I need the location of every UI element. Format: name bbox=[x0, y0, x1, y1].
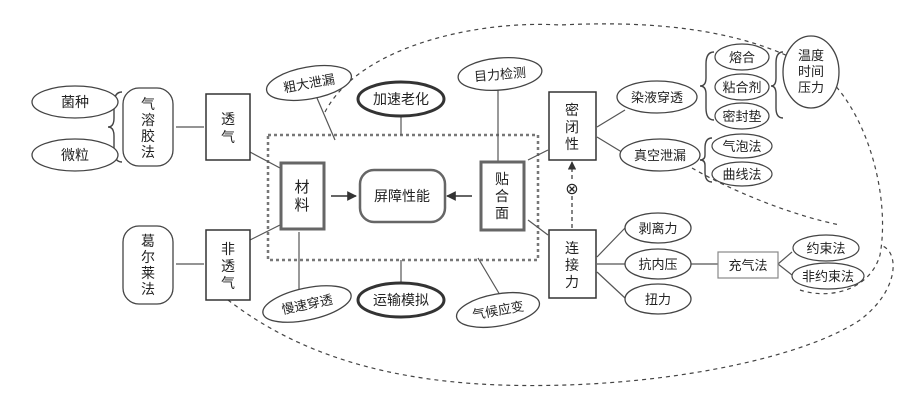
outer-loop-upper bbox=[324, 23, 884, 295]
svg-text:密: 密 bbox=[565, 102, 579, 119]
peel-strength-test[interactable]: 剥离力 bbox=[624, 212, 692, 244]
svg-text:尔: 尔 bbox=[141, 250, 155, 266]
svg-text:面: 面 bbox=[495, 206, 509, 222]
svg-text:非: 非 bbox=[221, 242, 235, 258]
accelerated-aging-test[interactable]: 加速老化 bbox=[356, 80, 446, 118]
svg-text:透: 透 bbox=[221, 259, 235, 275]
svg-text:连: 连 bbox=[565, 241, 579, 257]
permeable-box[interactable]: 透 气 bbox=[205, 93, 251, 161]
brace-vacuum-methods bbox=[699, 137, 713, 183]
svg-text:透: 透 bbox=[221, 112, 235, 128]
slow-penetration-test[interactable]: 慢速穿透 bbox=[260, 279, 355, 329]
svg-text:熔合: 熔合 bbox=[729, 51, 755, 66]
restrained-method[interactable]: 约束法 bbox=[792, 234, 860, 262]
torque-test[interactable]: 扭力 bbox=[624, 283, 692, 315]
svg-text:运输模拟: 运输模拟 bbox=[373, 293, 429, 309]
brace-dye-factors bbox=[699, 51, 715, 121]
svg-text:微粒: 微粒 bbox=[61, 148, 89, 164]
unrestrained-method[interactable]: 非约束法 bbox=[791, 262, 865, 290]
svg-text:真空泄漏: 真空泄漏 bbox=[634, 148, 686, 164]
svg-text:剥离力: 剥离力 bbox=[638, 221, 677, 237]
svg-text:气泡法: 气泡法 bbox=[722, 139, 761, 155]
svg-text:力: 力 bbox=[565, 275, 579, 291]
vacuum-leak-loop bbox=[691, 167, 841, 226]
agent-spore[interactable]: 菌种 bbox=[31, 85, 119, 119]
svg-text:温度: 温度 bbox=[798, 48, 824, 64]
bubble-method[interactable]: 气泡法 bbox=[711, 133, 773, 159]
connector-lines bbox=[176, 85, 793, 299]
materials-box[interactable]: 材 料 bbox=[279, 161, 326, 231]
svg-text:菌种: 菌种 bbox=[61, 95, 89, 111]
svg-text:葛: 葛 bbox=[141, 234, 155, 250]
svg-text:压力: 压力 bbox=[798, 81, 824, 96]
svg-text:密封垫: 密封垫 bbox=[722, 109, 761, 125]
svg-text:非约束法: 非约束法 bbox=[802, 270, 854, 285]
dye-factor-adhesive[interactable]: 粘合剂 bbox=[714, 73, 770, 101]
svg-text:法: 法 bbox=[141, 145, 155, 161]
outer-loop-lower bbox=[227, 244, 894, 387]
svg-text:粘合剂: 粘合剂 bbox=[722, 81, 761, 96]
svg-text:抗内压: 抗内压 bbox=[638, 257, 677, 273]
svg-text:目力检测: 目力检测 bbox=[474, 66, 527, 85]
svg-text:料: 料 bbox=[294, 196, 309, 214]
vacuum-leak-test[interactable]: 真空泄漏 bbox=[619, 138, 701, 172]
core-frame bbox=[266, 133, 540, 262]
climate-stress-test[interactable]: 气候应变 bbox=[454, 287, 542, 333]
svg-text:贴: 贴 bbox=[495, 172, 509, 188]
svg-text:性: 性 bbox=[565, 137, 579, 153]
seal-parameters[interactable]: 温度 时间 压力 bbox=[782, 35, 840, 109]
svg-text:气: 气 bbox=[221, 276, 235, 292]
brace-parameters bbox=[770, 51, 784, 119]
inflation-method[interactable]: 充气法 bbox=[717, 251, 779, 279]
svg-text:闭: 闭 bbox=[565, 120, 579, 136]
seal-strength-box[interactable]: 连 接 力 bbox=[548, 229, 597, 299]
svg-text:扭力: 扭力 bbox=[645, 293, 671, 308]
gross-leak-test[interactable]: 粗大泄漏 bbox=[264, 60, 354, 106]
svg-text:屏障性能: 屏障性能 bbox=[374, 189, 430, 205]
svg-text:约束法: 约束法 bbox=[806, 242, 845, 257]
agent-particle[interactable]: 微粒 bbox=[31, 138, 119, 172]
svg-text:加速老化: 加速老化 bbox=[373, 92, 429, 108]
svg-text:气: 气 bbox=[141, 97, 155, 113]
svg-text:气: 气 bbox=[221, 130, 235, 146]
gurley-method[interactable]: 葛 尔 莱 法 bbox=[122, 225, 174, 305]
aerosol-method[interactable]: 气 溶 胶 法 bbox=[122, 87, 174, 167]
barrier-performance-box[interactable]: 屏障性能 bbox=[358, 168, 447, 224]
svg-text:法: 法 bbox=[141, 282, 155, 298]
svg-text:莱: 莱 bbox=[141, 266, 155, 282]
burst-pressure-test[interactable]: 抗内压 bbox=[624, 248, 692, 280]
impermeable-box[interactable]: 非 透 气 bbox=[205, 229, 251, 301]
dye-factor-gasket[interactable]: 密封垫 bbox=[714, 102, 770, 130]
svg-text:胶: 胶 bbox=[141, 128, 155, 145]
dye-penetration-test[interactable]: 染液穿透 bbox=[616, 80, 698, 114]
svg-text:时间: 时间 bbox=[798, 65, 824, 80]
svg-text:曲线法: 曲线法 bbox=[722, 168, 761, 183]
svg-text:充气法: 充气法 bbox=[728, 258, 767, 274]
transport-simulation-test[interactable]: 运输模拟 bbox=[356, 281, 446, 319]
dye-factor-fusion[interactable]: 熔合 bbox=[714, 43, 770, 71]
sealing-surface-box[interactable]: 贴 合 面 bbox=[479, 160, 526, 232]
svg-text:接: 接 bbox=[565, 257, 579, 274]
connector-symbol: ⊗ bbox=[565, 179, 578, 198]
visual-inspection-test[interactable]: 目力检测 bbox=[457, 54, 543, 93]
seal-integrity-box[interactable]: 密 闭 性 bbox=[548, 91, 597, 161]
svg-text:溶: 溶 bbox=[141, 113, 155, 129]
curve-method[interactable]: 曲线法 bbox=[711, 161, 773, 187]
svg-text:合: 合 bbox=[495, 189, 509, 205]
connector-symbol-bg bbox=[564, 180, 580, 196]
svg-text:材: 材 bbox=[294, 178, 309, 196]
svg-text:染液穿透: 染液穿透 bbox=[631, 90, 683, 106]
